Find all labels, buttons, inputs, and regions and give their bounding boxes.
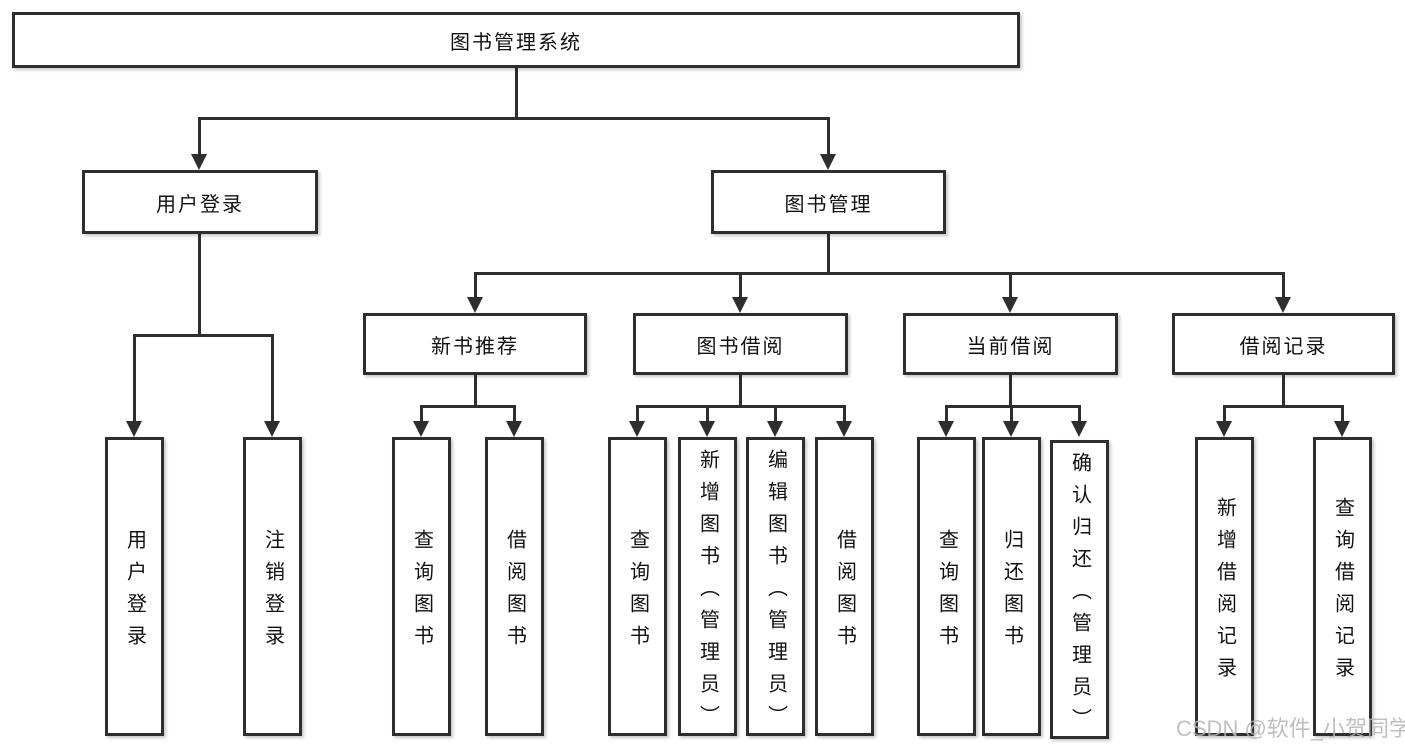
arrow-down-icon: [1334, 421, 1350, 437]
leaf-logout: 注销登录: [243, 437, 302, 736]
node-new-book-recommendation: 新书推荐: [363, 313, 587, 375]
leaf-records-query-record-label: 查询借阅记录: [1331, 496, 1354, 689]
connector-drop: [513, 405, 516, 424]
leaf-recommend-query-book: 查询图书: [392, 437, 451, 736]
connector-drop-current-borrowing: [1009, 272, 1012, 300]
connector-drop: [706, 405, 709, 424]
connector-book-management-bus: [474, 272, 1284, 275]
node-book-management: 图书管理: [711, 170, 946, 234]
connector-drop: [843, 405, 846, 424]
connector-user-login-bus: [133, 334, 274, 337]
leaf-borrowing-add-book-admin-label: 新增图书（管理员）: [696, 448, 719, 737]
leaf-logout-label: 注销登录: [261, 528, 284, 657]
arrow-down-icon: [836, 421, 852, 437]
leaf-records-add-record: 新增借阅记录: [1195, 437, 1254, 736]
leaf-current-query-book-label: 查询图书: [935, 528, 958, 657]
connector-root-stem: [515, 68, 518, 120]
connector-drop: [1341, 405, 1344, 424]
node-borrowing-records-label: 借阅记录: [1239, 335, 1328, 358]
leaf-borrowing-query-book-label: 查询图书: [626, 528, 649, 657]
connector-drop: [945, 405, 948, 424]
node-borrowing-records: 借阅记录: [1172, 313, 1395, 375]
connector-drop-user-login: [198, 117, 201, 158]
arrow-down-icon: [467, 297, 483, 313]
leaf-current-return-book: 归还图书: [982, 437, 1041, 736]
node-root: 图书管理系统: [12, 12, 1020, 68]
leaf-records-add-record-label: 新增借阅记录: [1213, 496, 1236, 689]
connector-drop-book-management: [827, 117, 830, 158]
connector-drop: [1223, 405, 1226, 424]
leaf-borrowing-add-book-admin: 新增图书（管理员）: [678, 437, 737, 737]
connector-drop: [420, 405, 423, 424]
arrow-down-icon: [506, 421, 522, 437]
node-new-book-recommendation-label: 新书推荐: [431, 335, 519, 358]
arrow-down-icon: [1071, 421, 1087, 437]
node-book-borrowing-label: 图书借阅: [696, 335, 785, 358]
arrow-down-icon: [126, 421, 142, 437]
node-root-label: 图书管理系统: [450, 31, 582, 54]
leaf-current-confirm-return-admin: 确认归还（管理员）: [1050, 440, 1109, 740]
connector-drop-book-borrowing: [739, 272, 742, 300]
connector-book-borrowing-bus: [636, 405, 845, 408]
connector-borrowing-records-bus: [1223, 405, 1343, 408]
connector-user-login-stem: [198, 234, 201, 337]
node-current-borrowing-label: 当前借阅: [966, 335, 1055, 358]
connector-drop-leaf-logout: [271, 334, 274, 424]
node-book-borrowing: 图书借阅: [633, 313, 848, 375]
csdn-watermark: CSDN @软件_小贺同学: [1176, 716, 1405, 741]
connector-new-book-bus: [420, 405, 515, 408]
connector-current-borrowing-stem: [1009, 375, 1012, 408]
leaf-recommend-borrow-book-label: 借阅图书: [503, 528, 526, 657]
arrow-down-icon: [1003, 421, 1019, 437]
connector-drop-new-book: [474, 272, 477, 300]
node-book-management-label: 图书管理: [784, 193, 873, 216]
node-user-login: 用户登录: [82, 170, 318, 234]
connector-book-management-stem: [827, 234, 830, 275]
arrow-down-icon: [413, 421, 429, 437]
connector-root-bus: [198, 117, 830, 120]
arrow-down-icon: [1216, 421, 1232, 437]
connector-drop-borrowing-records: [1282, 272, 1285, 300]
leaf-recommend-query-book-label: 查询图书: [410, 528, 433, 657]
connector-new-book-stem: [474, 375, 477, 408]
arrow-down-icon: [191, 154, 207, 170]
connector-borrowing-records-stem: [1282, 375, 1285, 408]
connector-drop: [1010, 405, 1013, 424]
leaf-user-login-label: 用户登录: [123, 528, 146, 657]
leaf-borrowing-edit-book-admin: 编辑图书（管理员）: [746, 437, 805, 737]
leaf-records-query-record: 查询借阅记录: [1313, 437, 1372, 736]
arrow-down-icon: [938, 421, 954, 437]
connector-book-borrowing-stem: [739, 375, 742, 408]
arrow-down-icon: [820, 154, 836, 170]
arrow-down-icon: [732, 297, 748, 313]
arrow-down-icon: [1275, 297, 1291, 313]
connector-drop: [1078, 405, 1081, 424]
node-user-login-label: 用户登录: [156, 193, 244, 216]
arrow-down-icon: [629, 421, 645, 437]
connector-drop: [774, 405, 777, 424]
node-current-borrowing: 当前借阅: [903, 313, 1118, 375]
leaf-current-confirm-return-admin-label: 确认归还（管理员）: [1068, 451, 1091, 740]
leaf-borrowing-edit-book-admin-label: 编辑图书（管理员）: [764, 448, 787, 737]
leaf-borrowing-borrow-book-label: 借阅图书: [833, 528, 856, 657]
leaf-user-login: 用户登录: [105, 437, 164, 736]
leaf-borrowing-borrow-book: 借阅图书: [815, 437, 874, 736]
leaf-recommend-borrow-book: 借阅图书: [485, 437, 544, 736]
leaf-current-return-book-label: 归还图书: [1000, 528, 1023, 657]
arrow-down-icon: [1002, 297, 1018, 313]
arrow-down-icon: [699, 421, 715, 437]
leaf-current-query-book: 查询图书: [917, 437, 976, 736]
connector-drop-leaf-user-login: [133, 334, 136, 424]
leaf-borrowing-query-book: 查询图书: [608, 437, 667, 736]
arrow-down-icon: [767, 421, 783, 437]
connector-drop: [636, 405, 639, 424]
arrow-down-icon: [264, 421, 280, 437]
